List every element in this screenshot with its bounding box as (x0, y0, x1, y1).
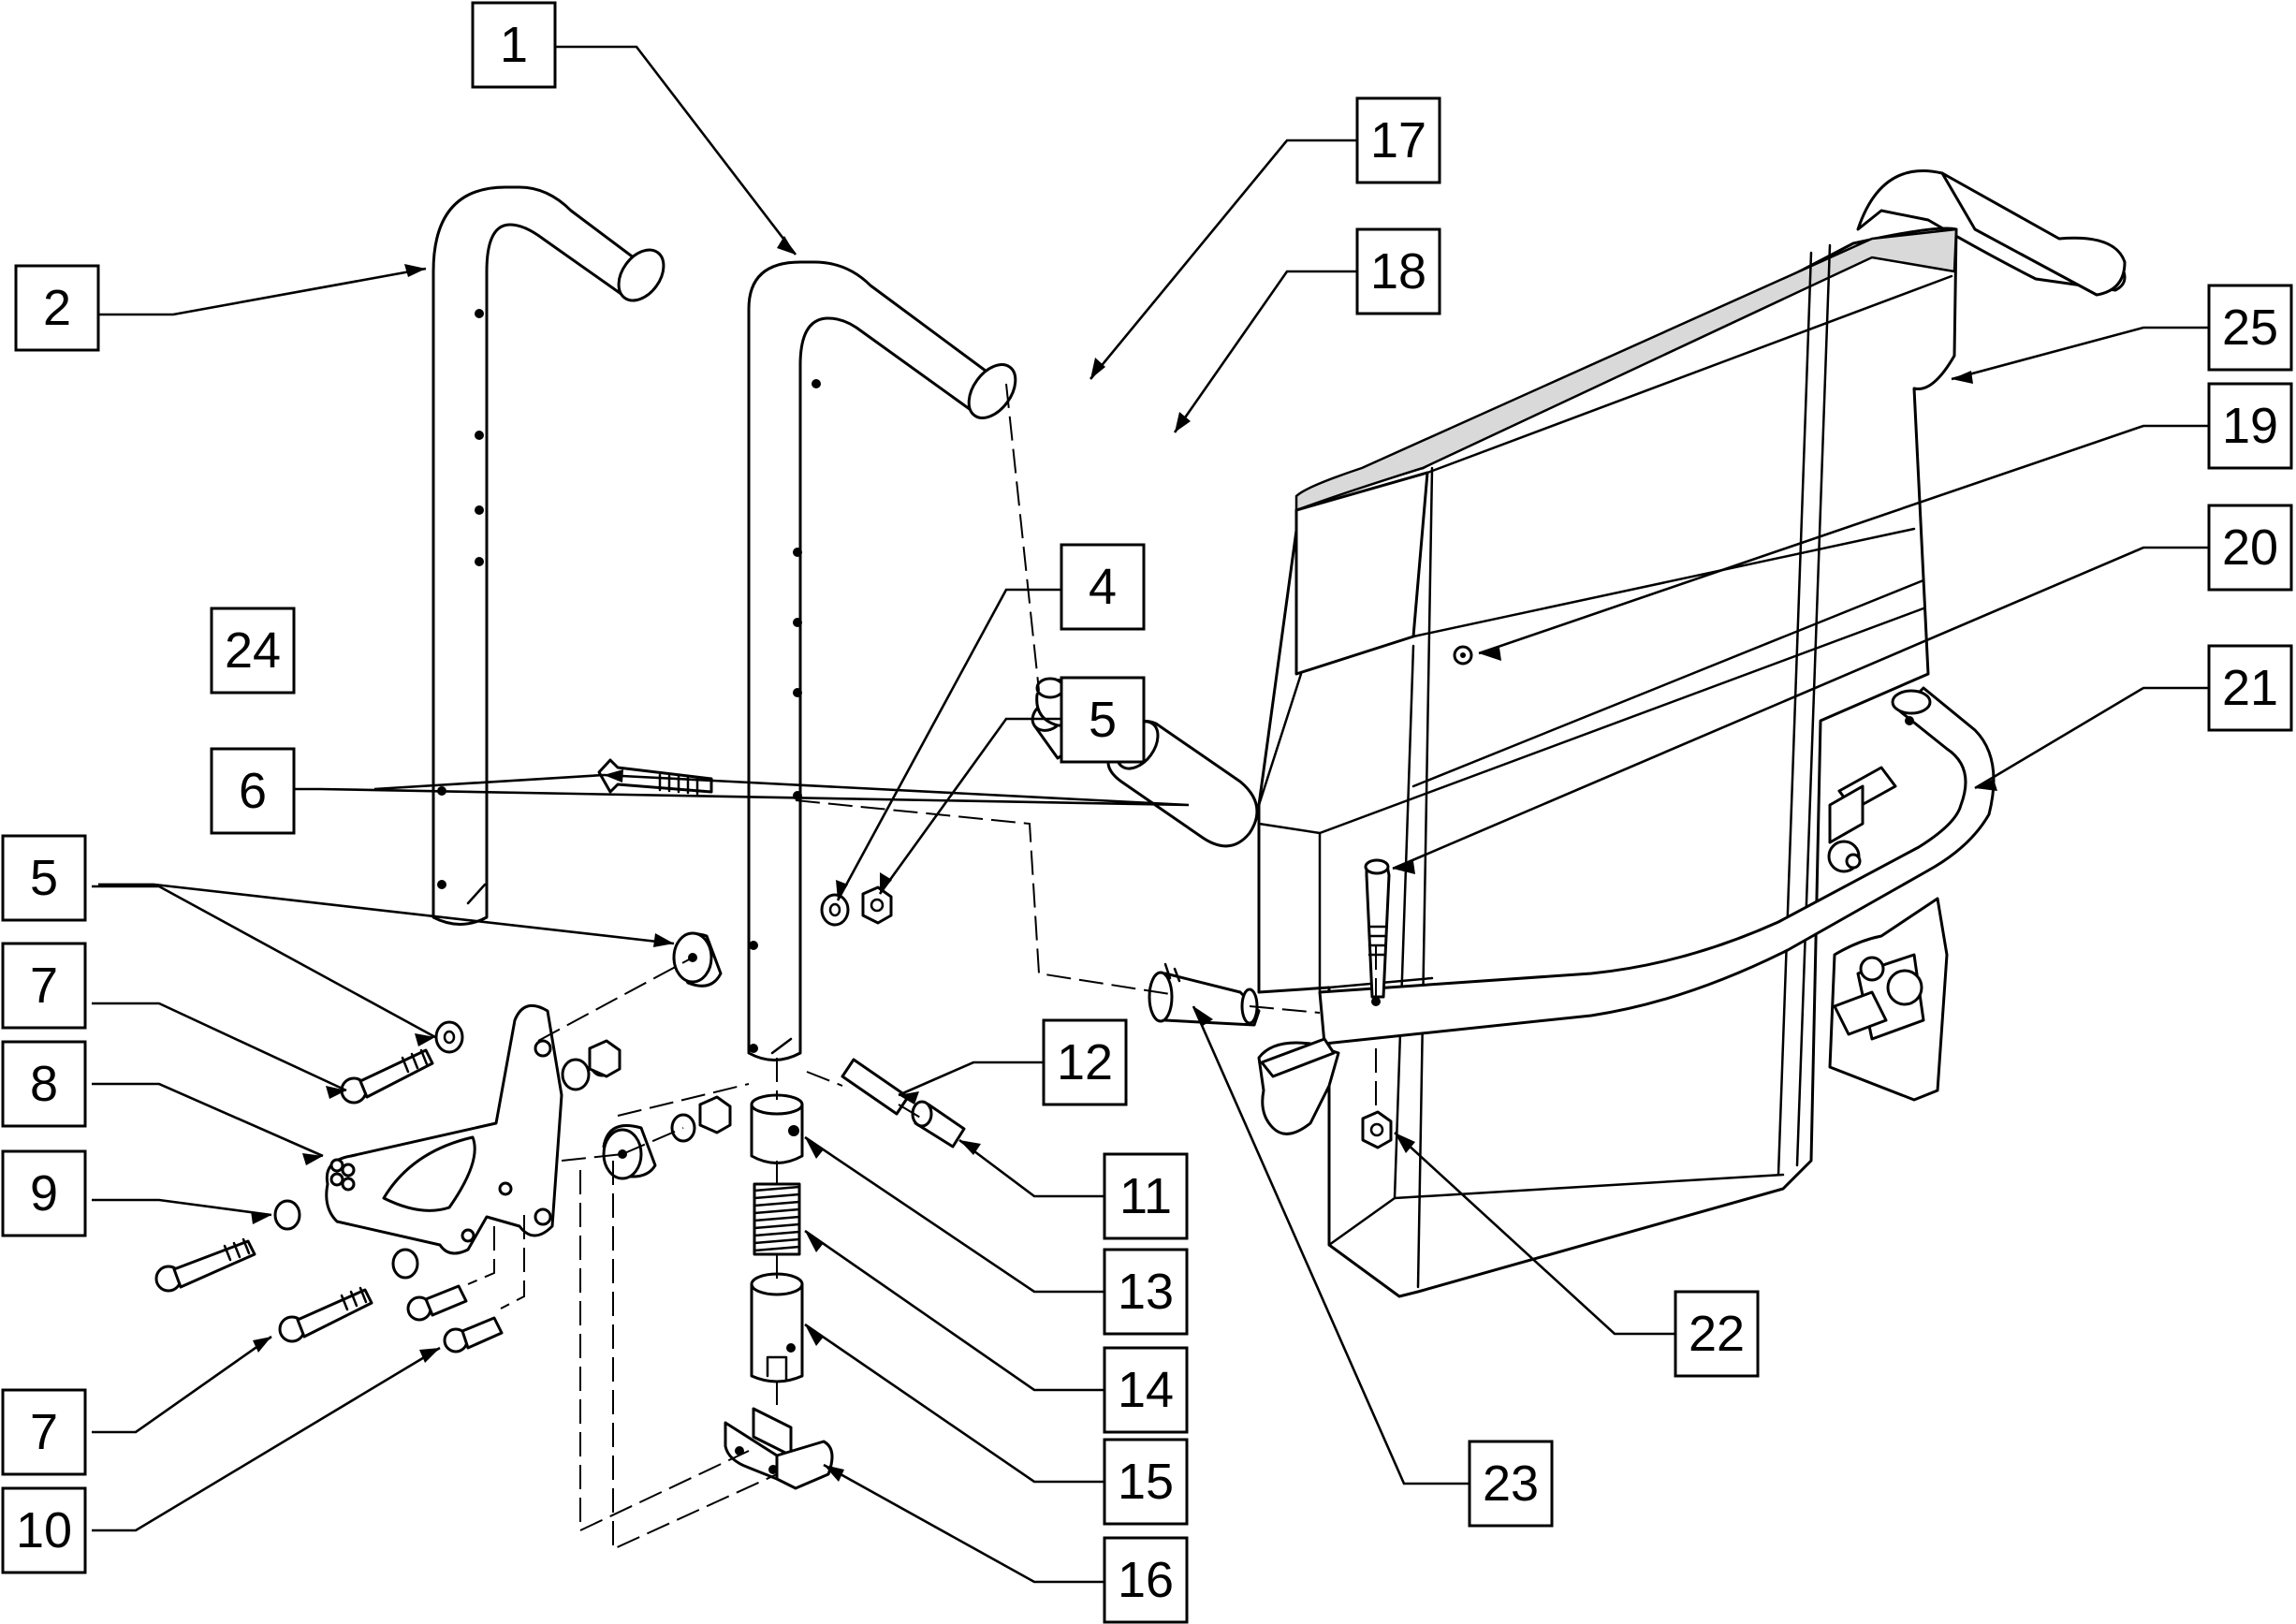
callout-10: 10 (1, 1486, 87, 1574)
callout-9: 9 (1, 1149, 87, 1237)
part-nut-bracket-a (588, 1039, 622, 1078)
callout-label: 20 (2222, 519, 2278, 576)
callout-label: 13 (1118, 1264, 1174, 1320)
part-washer-7-lower (391, 1248, 419, 1280)
callout-label: 1 (500, 17, 528, 73)
callout-label: 11 (1119, 1168, 1172, 1224)
part-handle-tube-main (747, 260, 1017, 1061)
part-small-screw (1453, 645, 1473, 666)
callout-label: 8 (30, 1056, 58, 1112)
callout-22: 22 (1674, 1290, 1760, 1378)
callout-label: 6 (239, 763, 267, 819)
part-screw-7-lower (278, 1286, 373, 1343)
callout-label: 14 (1118, 1362, 1174, 1418)
callout-11: 11 (1103, 1152, 1189, 1240)
part-screw-7-upper (340, 1048, 434, 1105)
callout-label: 7 (30, 958, 58, 1014)
part-bolt-vertical (1364, 858, 1391, 999)
callout-label: 23 (1483, 1456, 1539, 1512)
callout-label: 17 (1370, 112, 1426, 168)
callout-label: 7 (30, 1404, 58, 1460)
part-collar (750, 1093, 804, 1164)
callout-label: 21 (2222, 660, 2278, 716)
callout-label: 2 (43, 280, 71, 336)
callout-18: 18 (1355, 227, 1441, 315)
part-clamp-block (724, 1407, 834, 1490)
part-sleeve (750, 1272, 804, 1383)
part-bracket-plate (325, 1003, 563, 1255)
part-pin-sleeve (911, 1100, 966, 1149)
callout-21: 21 (2207, 644, 2293, 732)
callout-label: 5 (1089, 692, 1117, 748)
callout-17: 17 (1355, 96, 1441, 184)
callout-8: 8 (1, 1040, 87, 1128)
assembly-lines (467, 383, 1377, 1551)
part-handle-tube-left (431, 185, 665, 926)
callout-label: 19 (2222, 398, 2278, 454)
part-armrest-tube (1257, 686, 1996, 1135)
part-backrest (1257, 169, 2127, 1298)
callout-13: 13 (1103, 1248, 1189, 1336)
callout-7-lower: 7 (1, 1388, 87, 1476)
callout-23: 23 (1468, 1440, 1554, 1528)
callout-label: 5 (30, 850, 58, 906)
part-screws-10 (406, 1284, 504, 1353)
callout-6: 6 (210, 747, 296, 835)
callout-2: 2 (14, 264, 100, 352)
part-washer-upper (820, 893, 850, 927)
callout-16: 16 (1103, 1536, 1189, 1624)
part-pin (841, 1058, 910, 1116)
callout-label: 18 (1370, 243, 1426, 300)
part-washer-5-left (434, 1020, 464, 1054)
part-nut-upper (861, 885, 893, 925)
callout-4: 4 (1060, 543, 1146, 631)
part-long-screw (597, 758, 713, 796)
callout-label: 24 (225, 622, 281, 679)
callout-20: 20 (2207, 504, 2293, 592)
part-screw-9 (154, 1237, 256, 1293)
callout-label: 10 (16, 1502, 72, 1558)
part-washer-9 (273, 1199, 301, 1231)
callout-19: 19 (2207, 382, 2293, 470)
callout-label: 25 (2222, 300, 2278, 356)
part-bushing-upper (672, 931, 723, 988)
callout-1: 1 (471, 1, 557, 89)
callout-25: 25 (2207, 284, 2293, 372)
callout-label: 4 (1089, 559, 1117, 615)
callout-5-left: 5 (1, 834, 87, 922)
callout-label: 22 (1689, 1306, 1745, 1362)
callout-15: 15 (1103, 1438, 1189, 1526)
callout-24: 24 (210, 607, 296, 695)
part-nut-lower (1361, 1110, 1393, 1149)
callout-label: 15 (1118, 1454, 1174, 1510)
leader-lines (92, 45, 2209, 1584)
callout-5-upper: 5 (1060, 676, 1146, 764)
callout-12: 12 (1042, 1018, 1128, 1106)
callout-label: 16 (1118, 1552, 1174, 1608)
callout-label: 9 (30, 1165, 58, 1222)
callout-label: 12 (1057, 1034, 1113, 1090)
leader-arrowheads (251, 236, 1997, 1482)
part-nut-bracket-b (698, 1095, 732, 1134)
callout-14: 14 (1103, 1346, 1189, 1434)
part-spring (753, 1182, 801, 1256)
callout-7-upper: 7 (1, 942, 87, 1030)
